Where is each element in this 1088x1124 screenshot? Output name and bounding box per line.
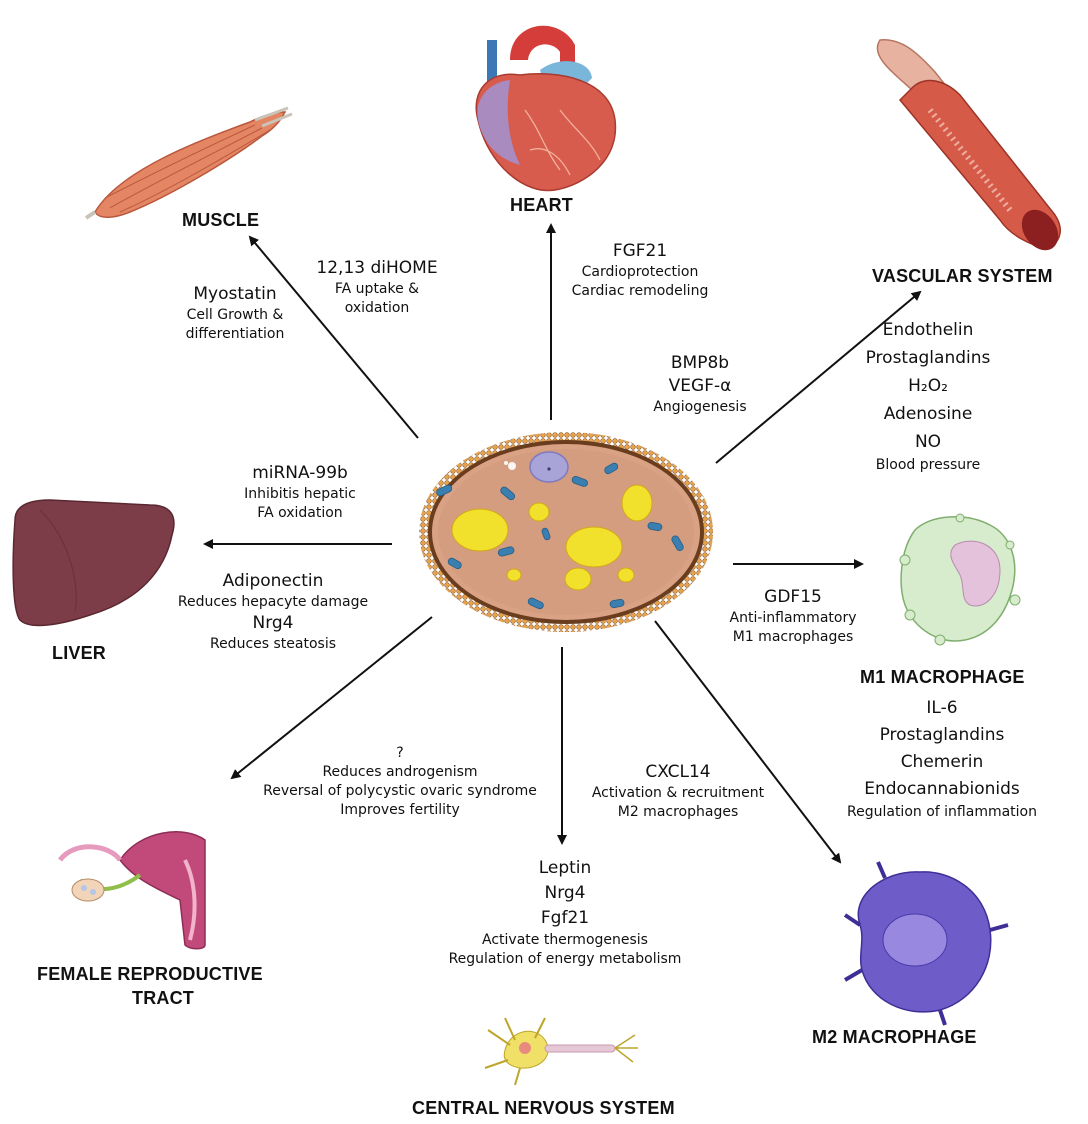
effect-label: Cell Growth & (170, 306, 300, 325)
cns-leptin-block: Leptin Nrg4 Fgf21 Activate thermogenesis… (420, 856, 710, 969)
heart-illustration (476, 26, 615, 191)
factor-label: 12,13 diHOME (307, 257, 447, 280)
liver-illustration (13, 500, 174, 625)
organ-label-frt-line2: TRACT (132, 988, 194, 1009)
effect-label: Angiogenesis (640, 398, 760, 417)
factor-label: Prostaglandins (832, 722, 1052, 749)
organ-label-liver: LIVER (52, 643, 106, 664)
effect-label: Anti-inflammatory (718, 609, 868, 628)
effect-label: Regulation of inflammation (832, 803, 1052, 822)
factor-label: IL-6 (832, 695, 1052, 722)
factor-label: Prostaglandins (858, 344, 998, 372)
factor-label: Nrg4 (420, 881, 710, 906)
factor-label: VEGF-α (640, 375, 760, 398)
organ-label-heart: HEART (510, 195, 573, 216)
vessel-illustration (877, 40, 1065, 257)
effect-label: Cardiac remodeling (570, 282, 710, 301)
factor-label: Leptin (420, 856, 710, 881)
effect-label: differentiation (170, 325, 300, 344)
effect-label: Blood pressure (858, 456, 998, 475)
effect-label: Reduces hepacyte damage (158, 593, 388, 612)
effect-label: Reduces androgenism (255, 763, 545, 782)
factor-label: FGF21 (570, 240, 710, 263)
factor-label: Chemerin (832, 749, 1052, 776)
effect-label: Cardioprotection (570, 263, 710, 282)
organ-label-cns: CENTRAL NERVOUS SYSTEM (412, 1098, 675, 1119)
reproductive-tract-illustration (60, 832, 205, 949)
muscle-dihome-block: 12,13 diHOME FA uptake & oxidation (307, 257, 447, 318)
muscle-illustration (86, 108, 292, 218)
organ-label-vascular: VASCULAR SYSTEM (872, 266, 1053, 287)
factor-label: miRNA-99b (220, 462, 380, 485)
factor-label: ? (255, 744, 545, 763)
effect-label: Reversal of polycystic ovaric syndrome (255, 782, 545, 801)
m1-il6-block: IL-6 Prostaglandins Chemerin Endocannabi… (832, 695, 1052, 822)
effect-label: Improves fertility (255, 801, 545, 820)
m2-macrophage-illustration (845, 862, 1008, 1025)
vascular-bmp8b-block: BMP8b VEGF-α Angiogenesis (640, 352, 760, 417)
factor-label: BMP8b (640, 352, 760, 375)
muscle-myostatin-block: Myostatin Cell Growth & differentiation (170, 283, 300, 344)
liver-adiponectin-block: Adiponectin Reduces hepacyte damage Nrg4… (158, 570, 388, 654)
factor-label: GDF15 (718, 586, 868, 609)
factor-label: Myostatin (170, 283, 300, 306)
effect-label: Regulation of energy metabolism (420, 950, 710, 969)
organ-label-frt-line1: FEMALE REPRODUCTIVE (37, 964, 263, 985)
organ-label-muscle: MUSCLE (182, 210, 259, 231)
frt-unknown-block: ? Reduces androgenism Reversal of polycy… (255, 744, 545, 820)
organ-label-m1: M1 MACROPHAGE (860, 667, 1025, 688)
factor-label: Fgf21 (420, 906, 710, 931)
effect-label: FA oxidation (220, 504, 380, 523)
adipocyte-cell-illustration (419, 432, 713, 632)
heart-fgf21-block: FGF21 Cardioprotection Cardiac remodelin… (570, 240, 710, 301)
arrow-to-m2 (655, 621, 840, 862)
effect-label: M2 macrophages (578, 803, 778, 822)
factor-label: Adiponectin (158, 570, 388, 593)
effect-label: Reduces steatosis (158, 635, 388, 654)
effect-label: Inhibitis hepatic (220, 485, 380, 504)
factor-label: H₂O₂ (858, 372, 998, 400)
factor-label: Endothelin (858, 316, 998, 344)
liver-mirna-block: miRNA-99b Inhibitis hepatic FA oxidation (220, 462, 380, 523)
factor-label: Adenosine (858, 400, 998, 428)
neuron-illustration (485, 1018, 638, 1085)
m1-gdf15-block: GDF15 Anti-inflammatory M1 macrophages (718, 586, 868, 647)
effect-label: Activation & recruitment (578, 784, 778, 803)
effect-label: oxidation (307, 299, 447, 318)
m2-cxcl14-block: CXCL14 Activation & recruitment M2 macro… (578, 761, 778, 822)
vascular-endothelin-block: Endothelin Prostaglandins H₂O₂ Adenosine… (858, 316, 998, 475)
factor-label: Nrg4 (158, 612, 388, 635)
effect-label: FA uptake & (307, 280, 447, 299)
factor-label: Endocannabionids (832, 776, 1052, 803)
factor-label: NO (858, 428, 998, 456)
organ-label-m2: M2 MACROPHAGE (812, 1027, 977, 1048)
effect-label: M1 macrophages (718, 628, 868, 647)
factor-label: CXCL14 (578, 761, 778, 784)
m1-macrophage-illustration (900, 514, 1020, 645)
effect-label: Activate thermogenesis (420, 931, 710, 950)
